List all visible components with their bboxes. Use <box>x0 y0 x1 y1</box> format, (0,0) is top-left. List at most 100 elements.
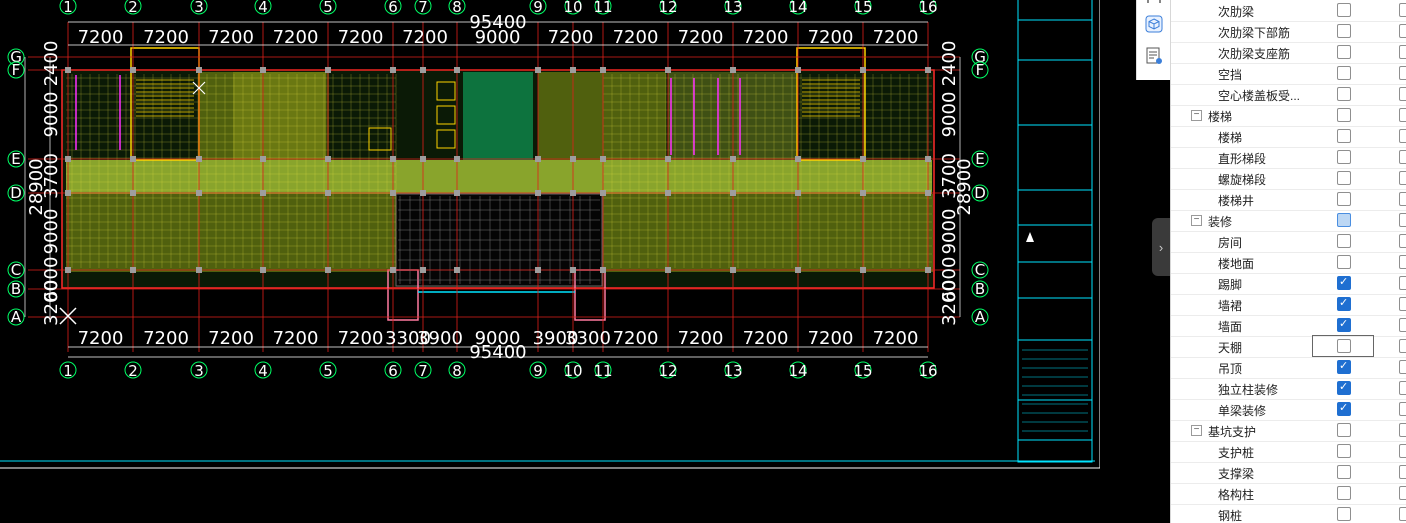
axis-bubble <box>124 361 142 379</box>
visibility-checkbox[interactable] <box>1337 24 1351 38</box>
tree-item-row[interactable]: 墙裙 <box>1171 294 1406 316</box>
tree-collapse-icon[interactable]: − <box>1191 215 1202 226</box>
tree-item-row[interactable]: 支护桩 <box>1171 441 1406 463</box>
secondary-checkbox[interactable] <box>1399 45 1406 59</box>
tree-item-row[interactable]: 单梁装修 <box>1171 399 1406 421</box>
secondary-checkbox[interactable] <box>1399 444 1406 458</box>
floor-plan-drawing[interactable]: 1122334455667788991010111112121313141415… <box>0 0 1100 523</box>
visibility-checkbox[interactable] <box>1337 339 1351 353</box>
visibility-checkbox[interactable] <box>1337 465 1351 479</box>
tree-item-row[interactable]: 房间 <box>1171 231 1406 253</box>
tree-item-row[interactable]: 支撑梁 <box>1171 462 1406 484</box>
structural-column <box>420 67 426 73</box>
tree-item-row[interactable]: 独立柱装修 <box>1171 378 1406 400</box>
axis-label: 8 <box>452 362 462 380</box>
visibility-checkbox[interactable] <box>1337 66 1351 80</box>
tree-row-label: 楼地面 <box>1218 257 1255 271</box>
select-icon[interactable] <box>1143 0 1165 16</box>
secondary-checkbox[interactable] <box>1399 150 1406 164</box>
secondary-checkbox[interactable] <box>1399 255 1406 269</box>
tree-item-row[interactable]: 格构柱 <box>1171 483 1406 505</box>
visibility-checkbox[interactable] <box>1337 171 1351 185</box>
visibility-checkbox[interactable] <box>1337 3 1351 17</box>
dimension-text: 7200 <box>808 328 854 349</box>
tree-item-row[interactable]: 次肋梁 <box>1171 0 1406 22</box>
secondary-checkbox[interactable] <box>1399 423 1406 437</box>
secondary-checkbox[interactable] <box>1399 108 1406 122</box>
layer-list-icon[interactable] <box>1143 45 1165 67</box>
visibility-checkbox[interactable] <box>1337 507 1351 521</box>
secondary-checkbox[interactable] <box>1399 276 1406 290</box>
visibility-checkbox[interactable] <box>1337 45 1351 59</box>
tree-row-label: 次肋梁下部筋 <box>1218 26 1291 40</box>
visibility-checkbox[interactable] <box>1337 150 1351 164</box>
tree-item-row[interactable]: 吊顶 <box>1171 357 1406 379</box>
visibility-checkbox[interactable] <box>1337 213 1351 227</box>
axis-bubble <box>971 48 989 66</box>
structural-column <box>260 67 266 73</box>
secondary-checkbox[interactable] <box>1399 318 1406 332</box>
secondary-checkbox[interactable] <box>1399 192 1406 206</box>
visibility-checkbox[interactable] <box>1337 87 1351 101</box>
secondary-checkbox[interactable] <box>1399 360 1406 374</box>
secondary-checkbox[interactable] <box>1399 339 1406 353</box>
tree-item-row[interactable]: 钢桩 <box>1171 504 1406 523</box>
tree-group-row[interactable]: −楼梯 <box>1171 105 1406 127</box>
visibility-checkbox[interactable] <box>1337 255 1351 269</box>
secondary-checkbox[interactable] <box>1399 87 1406 101</box>
tree-item-row[interactable]: 楼地面 <box>1171 252 1406 274</box>
tree-collapse-icon[interactable]: − <box>1191 110 1202 121</box>
tree-item-row[interactable]: 天棚 <box>1171 335 1406 358</box>
secondary-checkbox[interactable] <box>1399 507 1406 521</box>
tree-group-row[interactable]: −装修 <box>1171 210 1406 232</box>
secondary-checkbox[interactable] <box>1399 3 1406 17</box>
axis-label: F <box>976 61 985 79</box>
secondary-checkbox[interactable] <box>1399 171 1406 185</box>
visibility-checkbox[interactable] <box>1337 423 1351 437</box>
secondary-checkbox[interactable] <box>1399 465 1406 479</box>
secondary-checkbox[interactable] <box>1399 381 1406 395</box>
secondary-checkbox[interactable] <box>1399 402 1406 416</box>
dimension-text: 7200 <box>548 27 594 48</box>
3d-box-icon[interactable] <box>1143 13 1165 35</box>
tree-item-row[interactable]: 踢脚 <box>1171 273 1406 295</box>
tree-item-row[interactable]: 直形梯段 <box>1171 147 1406 169</box>
visibility-checkbox[interactable] <box>1337 234 1351 248</box>
tree-item-row[interactable]: 墙面 <box>1171 315 1406 337</box>
visibility-checkbox[interactable] <box>1337 444 1351 458</box>
visibility-checkbox[interactable] <box>1337 317 1351 332</box>
visibility-checkbox[interactable] <box>1337 401 1351 416</box>
tree-group-row[interactable]: −基坑支护 <box>1171 420 1406 442</box>
axis-bubble <box>659 361 677 379</box>
structural-column <box>860 267 866 273</box>
structural-column <box>795 67 801 73</box>
visibility-checkbox[interactable] <box>1337 192 1351 206</box>
tree-item-row[interactable]: 螺旋梯段 <box>1171 168 1406 190</box>
tree-item-row[interactable]: 楼梯 <box>1171 126 1406 148</box>
visibility-checkbox[interactable] <box>1337 380 1351 395</box>
visibility-checkbox[interactable] <box>1337 359 1351 374</box>
tree-item-row[interactable]: 楼梯井 <box>1171 189 1406 211</box>
secondary-checkbox[interactable] <box>1399 66 1406 80</box>
collapse-panel-button[interactable]: › <box>1152 218 1170 276</box>
visibility-checkbox[interactable] <box>1337 296 1351 311</box>
tree-item-row[interactable]: 空心楼盖板受... <box>1171 84 1406 106</box>
secondary-checkbox[interactable] <box>1399 24 1406 38</box>
visibility-checkbox[interactable] <box>1337 108 1351 122</box>
visibility-checkbox[interactable] <box>1337 486 1351 500</box>
tree-item-row[interactable]: 次肋梁支座筋 <box>1171 42 1406 64</box>
visibility-checkbox[interactable] <box>1337 129 1351 143</box>
secondary-checkbox[interactable] <box>1399 486 1406 500</box>
tree-item-row[interactable]: 空挡 <box>1171 63 1406 85</box>
secondary-checkbox[interactable] <box>1399 129 1406 143</box>
tree-collapse-icon[interactable]: − <box>1191 425 1202 436</box>
stair-outline <box>796 47 866 161</box>
tree-item-row[interactable]: 次肋梁下部筋 <box>1171 21 1406 43</box>
visibility-checkbox[interactable] <box>1337 275 1351 290</box>
secondary-checkbox[interactable] <box>1399 234 1406 248</box>
dimension-text: 3200 <box>41 280 62 326</box>
axis-label: G <box>974 48 986 66</box>
secondary-checkbox[interactable] <box>1399 297 1406 311</box>
secondary-checkbox[interactable] <box>1399 213 1406 227</box>
